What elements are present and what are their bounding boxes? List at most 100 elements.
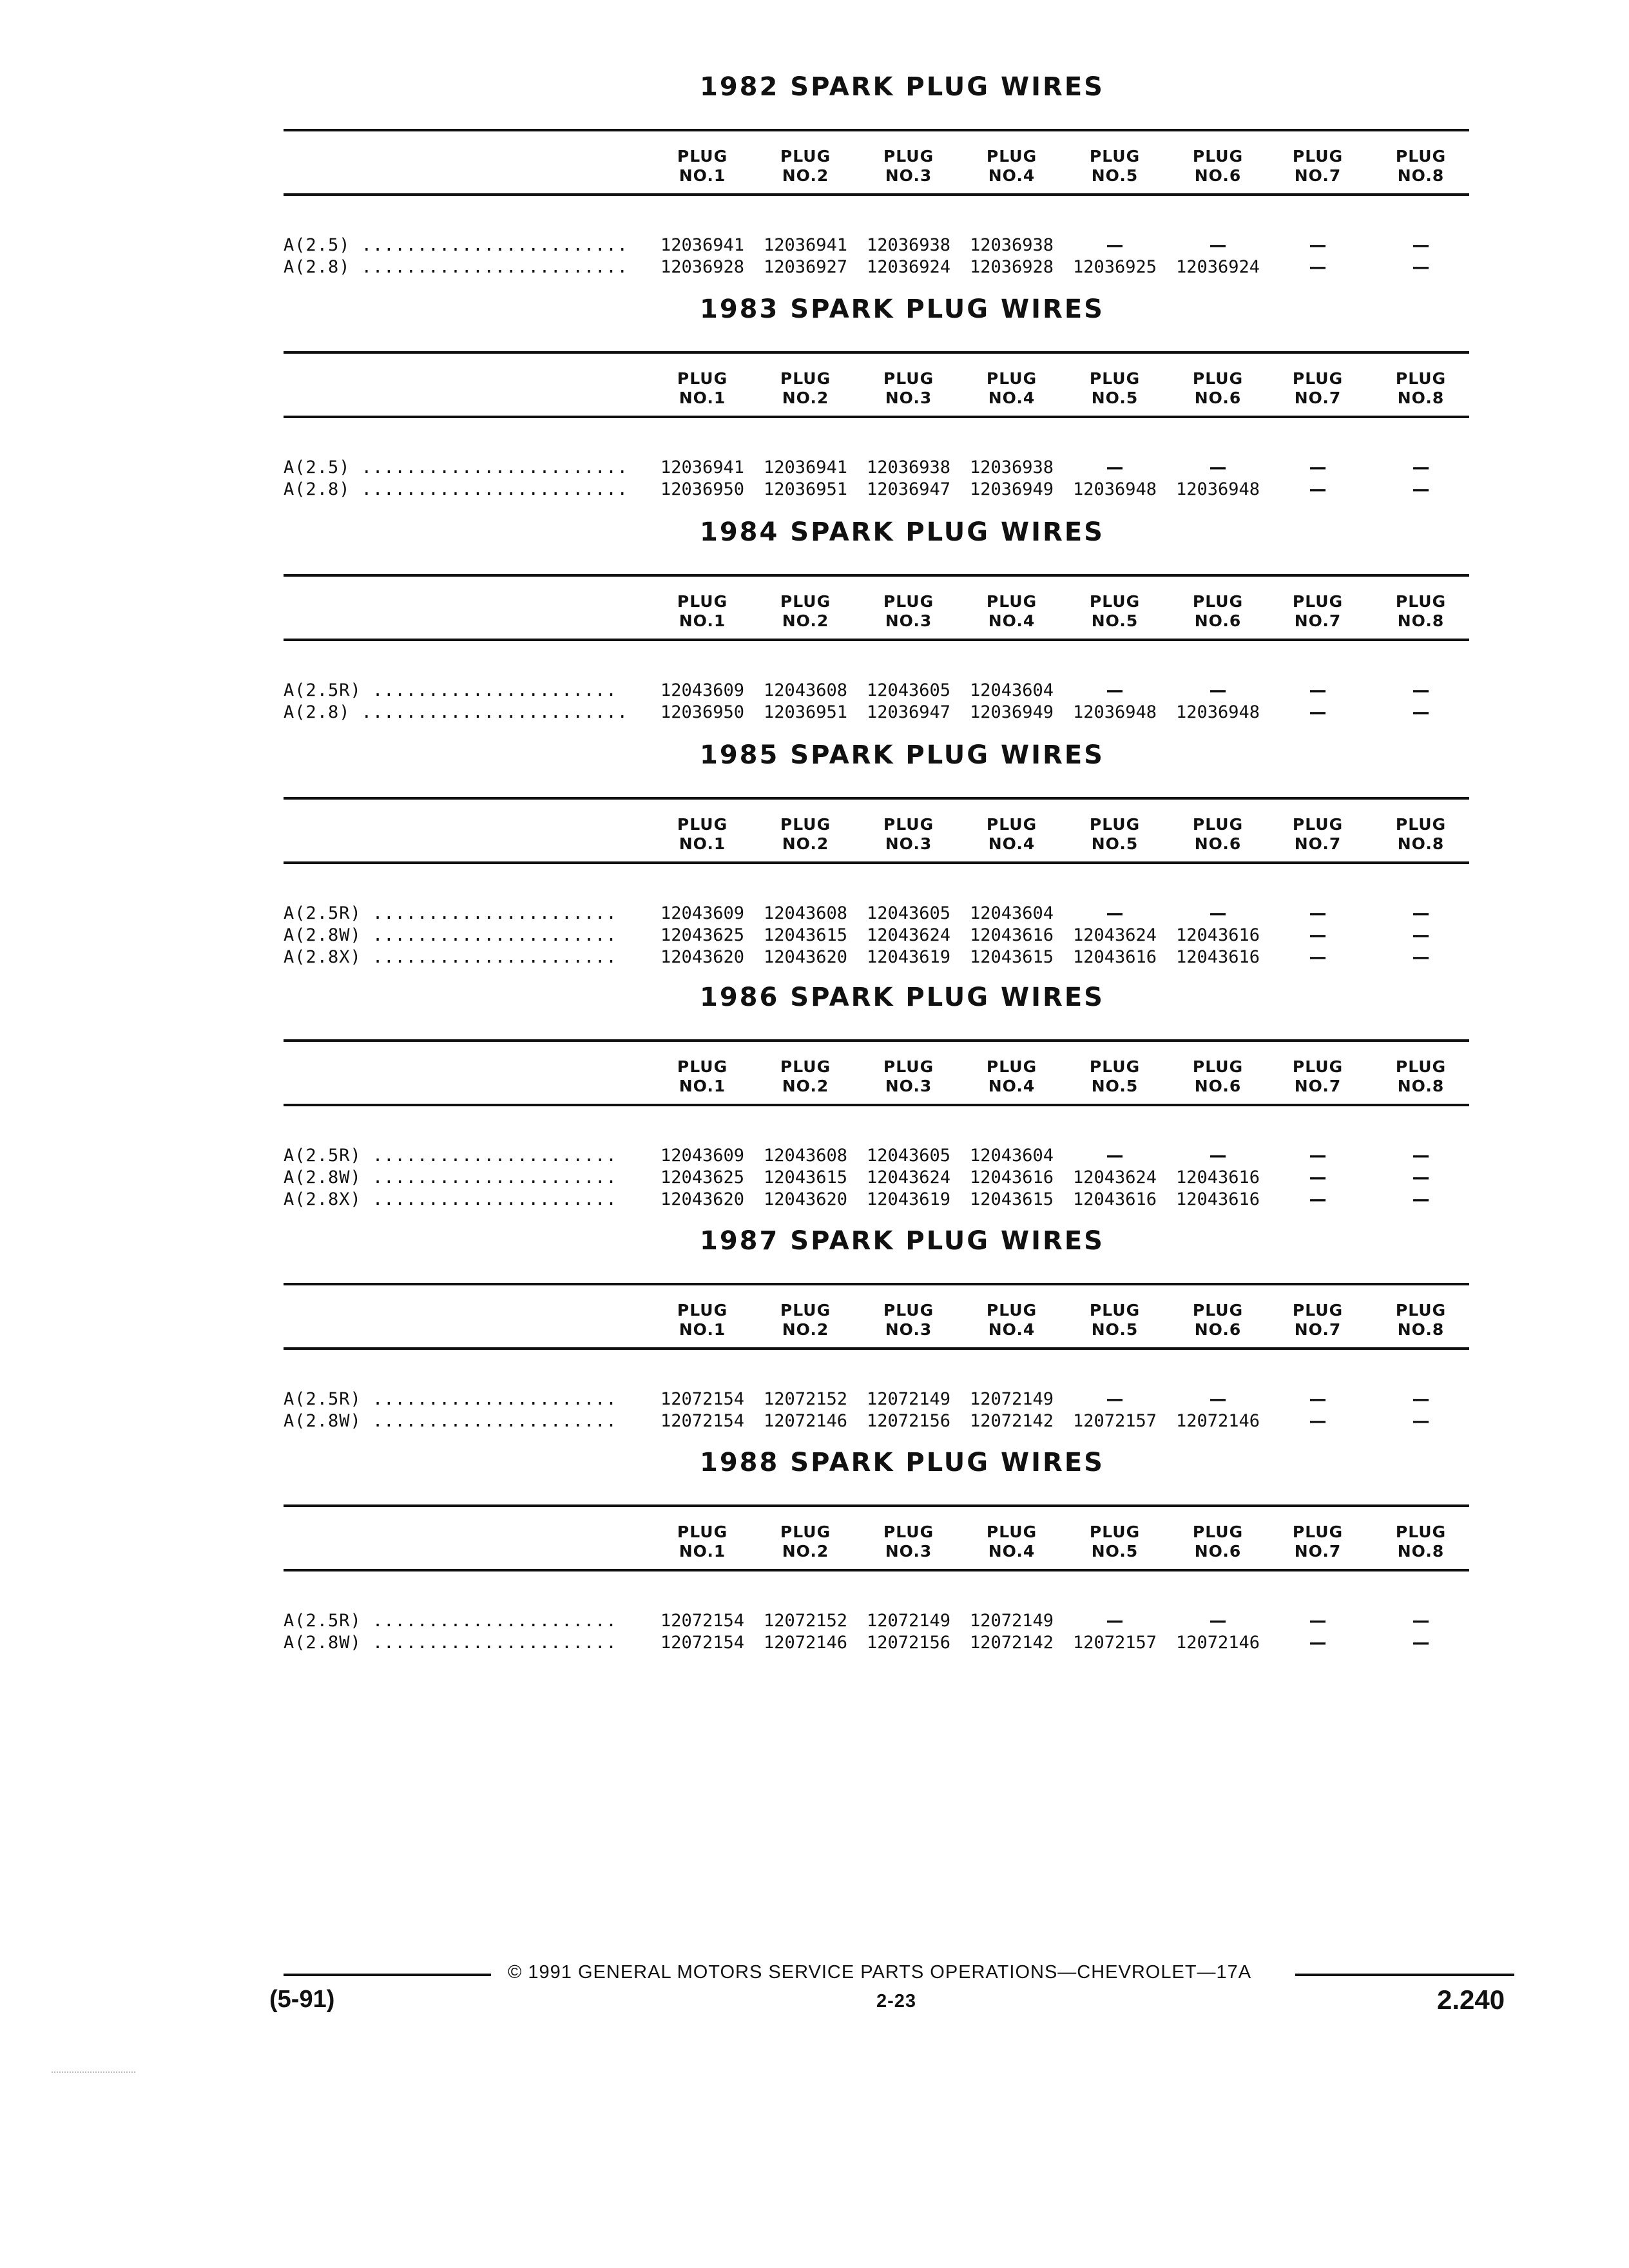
part-number-cell: — bbox=[1309, 925, 1327, 945]
part-number-cell: — bbox=[1106, 680, 1124, 700]
part-number-cell: — bbox=[1412, 702, 1430, 722]
part-number-cell: 12043604 bbox=[969, 903, 1054, 923]
column-header-line1: PLUG bbox=[780, 1301, 831, 1320]
section-title: 1987 SPARK PLUG WIRES bbox=[700, 1226, 1104, 1256]
part-number-cell: — bbox=[1309, 947, 1327, 967]
column-header-line1: PLUG bbox=[1292, 815, 1344, 834]
part-number-cell: — bbox=[1209, 235, 1227, 255]
part-number-cell: 12043609 bbox=[660, 680, 745, 700]
part-number-cell: 12072157 bbox=[1072, 1633, 1157, 1653]
part-number-cell: 12036948 bbox=[1175, 702, 1260, 722]
part-number-cell: 12043604 bbox=[969, 1146, 1054, 1166]
part-number-cell: 12043609 bbox=[660, 903, 745, 923]
engine-label: A(2.8X) ...................... bbox=[284, 1189, 617, 1209]
part-number-cell: — bbox=[1309, 457, 1327, 477]
part-number-cell: — bbox=[1412, 457, 1430, 477]
column-header-line1: PLUG bbox=[1292, 1301, 1344, 1320]
part-number-cell: 12036938 bbox=[969, 235, 1054, 255]
part-number-cell: 12072156 bbox=[866, 1633, 951, 1653]
column-header-line1: PLUG bbox=[1089, 1301, 1141, 1320]
section-title: 1984 SPARK PLUG WIRES bbox=[700, 517, 1104, 547]
part-number-cell: 12043620 bbox=[763, 947, 848, 967]
column-header-line1: PLUG bbox=[677, 1057, 728, 1076]
part-number-cell: 12036950 bbox=[660, 479, 745, 499]
part-number-cell: 12072149 bbox=[866, 1611, 951, 1631]
part-number-cell: 12072154 bbox=[660, 1633, 745, 1653]
column-header-line2: NO.3 bbox=[885, 834, 932, 853]
column-header-line1: PLUG bbox=[1292, 592, 1344, 611]
column-header-line2: NO.2 bbox=[782, 1077, 829, 1095]
part-number-cell: — bbox=[1209, 1611, 1227, 1631]
part-number-cell: 12036941 bbox=[763, 235, 848, 255]
column-header-line1: PLUG bbox=[1395, 147, 1447, 166]
column-header-line2: NO.7 bbox=[1294, 1542, 1342, 1561]
column-header-line1: PLUG bbox=[1292, 369, 1344, 388]
part-number-cell: — bbox=[1412, 947, 1430, 967]
part-number-cell: 12043624 bbox=[866, 1168, 951, 1187]
table-top-rule bbox=[284, 1039, 1469, 1042]
column-header-line1: PLUG bbox=[1192, 369, 1244, 388]
column-header-line1: PLUG bbox=[986, 592, 1037, 611]
footer-section-number: 2.240 bbox=[1437, 1984, 1505, 2015]
table-header-rule bbox=[284, 1347, 1469, 1350]
column-header-line2: NO.4 bbox=[988, 166, 1036, 185]
part-number-cell: — bbox=[1412, 1411, 1430, 1431]
column-header-line2: NO.6 bbox=[1194, 1077, 1242, 1095]
column-header-line2: NO.2 bbox=[782, 1320, 829, 1339]
part-number-cell: 12036947 bbox=[866, 702, 951, 722]
part-number-cell: 12072149 bbox=[969, 1611, 1054, 1631]
column-header-line1: PLUG bbox=[1089, 592, 1141, 611]
part-number-cell: 12043615 bbox=[763, 1168, 848, 1187]
part-number-cell: — bbox=[1309, 1633, 1327, 1653]
part-number-cell: 12043616 bbox=[969, 1168, 1054, 1187]
column-header-line2: NO.2 bbox=[782, 166, 829, 185]
part-number-cell: — bbox=[1106, 1389, 1124, 1409]
part-number-cell: 12072146 bbox=[763, 1411, 848, 1431]
column-header-line1: PLUG bbox=[1395, 592, 1447, 611]
column-header-line2: NO.4 bbox=[988, 1077, 1036, 1095]
part-number-cell: 12043616 bbox=[1175, 1189, 1260, 1209]
column-header-line1: PLUG bbox=[677, 815, 728, 834]
column-header-line2: NO.6 bbox=[1194, 1320, 1242, 1339]
part-number-cell: 12043608 bbox=[763, 1146, 848, 1166]
column-header-line2: NO.8 bbox=[1397, 389, 1445, 407]
part-number-cell: 12072154 bbox=[660, 1389, 745, 1409]
footer-rule-right bbox=[1295, 1974, 1514, 1976]
column-header-line1: PLUG bbox=[780, 1057, 831, 1076]
part-number-cell: — bbox=[1209, 1146, 1227, 1166]
engine-label: A(2.5R) ...................... bbox=[284, 1146, 617, 1166]
part-number-cell: — bbox=[1412, 925, 1430, 945]
footer-copyright: © 1991 GENERAL MOTORS SERVICE PARTS OPER… bbox=[508, 1962, 1252, 1983]
part-number-cell: 12043605 bbox=[866, 680, 951, 700]
column-header-line1: PLUG bbox=[677, 592, 728, 611]
column-header-line2: NO.1 bbox=[679, 389, 726, 407]
part-number-cell: — bbox=[1412, 1168, 1430, 1187]
table-header-rule bbox=[284, 861, 1469, 864]
